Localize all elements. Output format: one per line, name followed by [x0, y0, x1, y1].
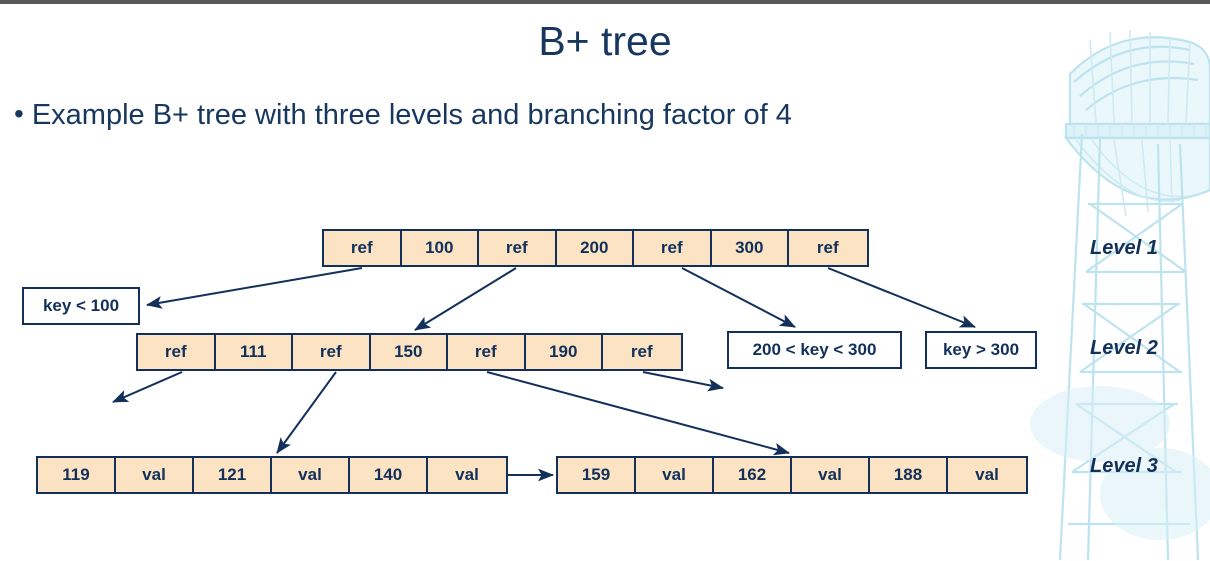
- edge-root-to-key-lt-100: [146, 267, 363, 309]
- edge-level2-to-right-stub: [642, 371, 724, 392]
- bullet-marker: •: [14, 98, 24, 129]
- node-cell[interactable]: 121: [194, 458, 272, 492]
- node-cell[interactable]: 159: [558, 458, 636, 492]
- level-label-3: Level 3: [1090, 455, 1158, 477]
- edge-level2-to-leaf2: [486, 371, 790, 456]
- node-cell[interactable]: 140: [350, 458, 428, 492]
- level-label-1: Level 1: [1090, 237, 1158, 259]
- tree-node-root[interactable]: ref 100 ref 200 ref 300 ref: [322, 229, 869, 267]
- water-tower-watermark: [1030, 4, 1210, 561]
- node-cell[interactable]: 190: [525, 335, 603, 369]
- node-cell[interactable]: ref: [448, 335, 526, 369]
- node-cell[interactable]: 162: [714, 458, 792, 492]
- node-cell[interactable]: 200: [556, 231, 634, 265]
- tree-node-leaf-1[interactable]: 119 val 121 val 140 val: [36, 456, 508, 494]
- node-cell[interactable]: ref: [324, 231, 402, 265]
- node-cell[interactable]: ref: [789, 231, 867, 265]
- annotation-key-between-200-300: 200 < key < 300: [727, 331, 902, 369]
- node-cell[interactable]: ref: [634, 231, 712, 265]
- annotation-key-lt-100: key < 100: [22, 287, 140, 325]
- level-label-2: Level 2: [1090, 337, 1158, 359]
- node-cell[interactable]: ref: [293, 335, 371, 369]
- node-cell[interactable]: val: [272, 458, 350, 492]
- node-cell[interactable]: val: [792, 458, 870, 492]
- edge-level2-to-left: [112, 371, 183, 403]
- node-cell[interactable]: val: [948, 458, 1026, 492]
- edge-root-to-key-200-300: [681, 267, 796, 328]
- edge-level2-to-leaf1: [276, 371, 337, 454]
- node-cell[interactable]: 188: [870, 458, 948, 492]
- node-cell[interactable]: ref: [603, 335, 681, 369]
- bullet-text: Example B+ tree with three levels and br…: [31, 99, 792, 131]
- node-cell[interactable]: ref: [138, 335, 216, 369]
- top-border-bar: [0, 0, 1210, 4]
- edge-root-to-level2: [414, 267, 517, 331]
- node-cell[interactable]: val: [116, 458, 194, 492]
- bullet-line: • Example B+ tree with three levels and …: [14, 97, 1054, 133]
- tree-node-leaf-2[interactable]: 159 val 162 val 188 val: [556, 456, 1028, 494]
- node-cell[interactable]: val: [428, 458, 506, 492]
- tree-node-internal[interactable]: ref 111 ref 150 ref 190 ref: [136, 333, 683, 371]
- annotation-key-gt-300: key > 300: [925, 331, 1037, 369]
- node-cell[interactable]: 119: [38, 458, 116, 492]
- node-cell[interactable]: 300: [711, 231, 789, 265]
- node-cell[interactable]: ref: [479, 231, 557, 265]
- page-title: B+ tree: [538, 18, 672, 64]
- node-cell[interactable]: 150: [370, 335, 448, 369]
- node-cell[interactable]: 100: [401, 231, 479, 265]
- node-cell[interactable]: val: [636, 458, 714, 492]
- edge-root-to-key-gt-300: [827, 267, 976, 328]
- node-cell[interactable]: 111: [215, 335, 293, 369]
